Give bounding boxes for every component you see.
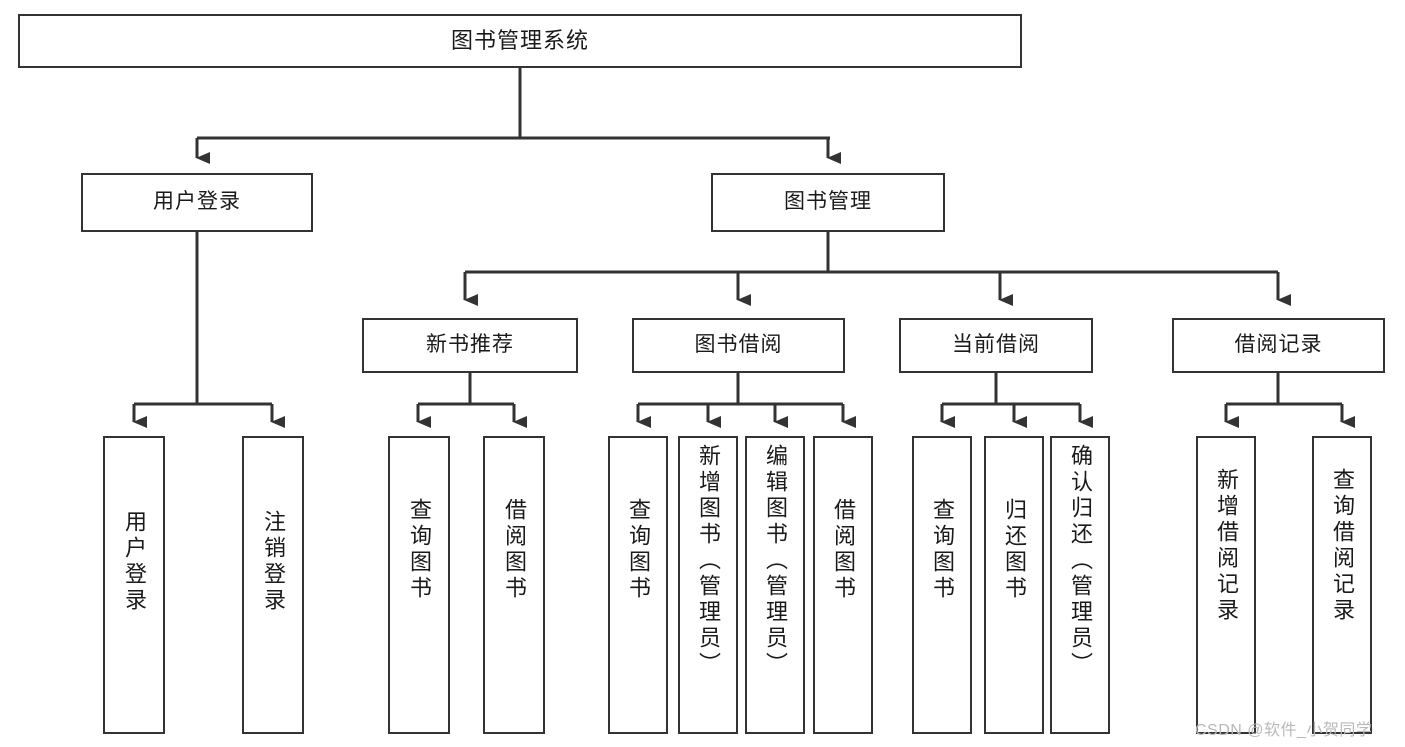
node-book-borrow[interactable]: 图书借阅 — [632, 318, 845, 373]
node-root-label: 图书管理系统 — [450, 28, 589, 54]
leaf-confirm-return-admin[interactable]: 确认归还（管理员） — [1050, 436, 1110, 734]
node-user-login-label: 用户登录 — [153, 190, 241, 214]
leaf-query-book-rec-label: 查询图书 — [407, 498, 432, 602]
leaf-borrow-book-rec-label: 借阅图书 — [502, 498, 527, 602]
leaf-query-book-rec[interactable]: 查询图书 — [388, 436, 450, 734]
leaf-logout-label: 注销登录 — [261, 510, 286, 614]
leaf-query-book-borrow-label: 查询图书 — [626, 498, 651, 602]
leaf-query-borrow-record[interactable]: 查询借阅记录 — [1312, 436, 1372, 734]
leaf-borrow-book-borrow-label: 借阅图书 — [831, 498, 856, 602]
leaf-confirm-return-admin-label: 确认归还（管理员） — [1068, 444, 1093, 678]
leaf-query-borrow-record-label: 查询借阅记录 — [1330, 468, 1355, 624]
leaf-edit-book-admin-label: 编辑图书（管理员） — [763, 444, 788, 678]
leaf-query-book-borrow[interactable]: 查询图书 — [608, 436, 668, 734]
leaf-user-login[interactable]: 用户登录 — [103, 436, 165, 734]
leaf-user-login-label: 用户登录 — [122, 510, 147, 614]
leaf-edit-book-admin[interactable]: 编辑图书（管理员） — [745, 436, 805, 734]
watermark: CSDN @软件_小贺同学 — [1195, 722, 1373, 739]
leaf-query-book-current[interactable]: 查询图书 — [912, 436, 972, 734]
node-current-borrow-label: 当前借阅 — [952, 333, 1040, 357]
leaf-borrow-book-rec[interactable]: 借阅图书 — [483, 436, 545, 734]
node-current-borrow[interactable]: 当前借阅 — [899, 318, 1093, 373]
node-book-management[interactable]: 图书管理 — [711, 173, 945, 232]
leaf-add-borrow-record-label: 新增借阅记录 — [1214, 468, 1239, 624]
node-borrow-record[interactable]: 借阅记录 — [1172, 318, 1385, 373]
leaf-add-borrow-record[interactable]: 新增借阅记录 — [1196, 436, 1256, 734]
leaf-return-book[interactable]: 归还图书 — [984, 436, 1044, 734]
leaf-query-book-current-label: 查询图书 — [930, 498, 955, 602]
node-new-book-recommend-label: 新书推荐 — [426, 333, 514, 357]
leaf-add-book-admin-label: 新增图书（管理员） — [696, 444, 721, 678]
node-book-borrow-label: 图书借阅 — [694, 333, 783, 357]
leaf-add-book-admin[interactable]: 新增图书（管理员） — [678, 436, 738, 734]
node-borrow-record-label: 借阅记录 — [1234, 333, 1323, 357]
leaf-borrow-book-borrow[interactable]: 借阅图书 — [813, 436, 873, 734]
leaf-logout[interactable]: 注销登录 — [242, 436, 304, 734]
node-book-management-label: 图书管理 — [784, 190, 872, 214]
node-user-login[interactable]: 用户登录 — [81, 173, 313, 232]
node-root[interactable]: 图书管理系统 — [18, 14, 1022, 68]
leaf-return-book-label: 归还图书 — [1002, 498, 1027, 602]
node-new-book-recommend[interactable]: 新书推荐 — [362, 318, 578, 373]
